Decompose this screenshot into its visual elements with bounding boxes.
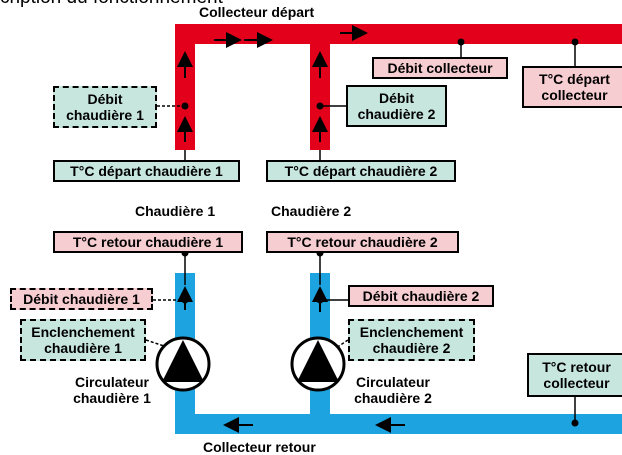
boiler-1-label: Chaudière 1 bbox=[135, 203, 216, 219]
sensor-dot bbox=[571, 419, 579, 427]
leader-lines bbox=[145, 42, 576, 423]
circulator-pump-2 bbox=[290, 336, 346, 392]
tag-debit-chaudiere-2-retour: Débit chaudière 2 bbox=[348, 285, 494, 307]
tag-tc-retour-chaudiere-1: T°C retour chaudière 1 bbox=[53, 231, 243, 253]
tag-enclenchement-chaudiere-2: Enclenchement chaudière 2 bbox=[348, 319, 475, 361]
flow-arrows bbox=[177, 25, 405, 433]
sensor-dot bbox=[181, 296, 189, 304]
circulator-1-label: Circulateur chaudière 1 bbox=[73, 374, 151, 406]
tag-debit-chaudiere-1-depart: Débit chaudière 1 bbox=[53, 86, 157, 128]
tag-tc-depart-chaudiere-2: T°C départ chaudière 2 bbox=[266, 160, 456, 182]
sensor-dot bbox=[457, 38, 465, 46]
sensor-dot bbox=[181, 102, 189, 110]
tag-enclenchement-chaudiere-1: Enclenchement chaudière 1 bbox=[20, 319, 146, 361]
supply-collector-label: Collecteur départ bbox=[199, 4, 315, 20]
tag-debit-chaudiere-2-depart: Débit chaudière 2 bbox=[346, 85, 447, 127]
boiler-2-label: Chaudière 2 bbox=[271, 203, 352, 219]
sensor-points bbox=[181, 38, 579, 427]
sensor-dot bbox=[316, 102, 324, 110]
supply-collector-pipe bbox=[175, 24, 622, 44]
sensor-dot bbox=[571, 38, 579, 46]
tag-debit-collecteur: Débit collecteur bbox=[372, 57, 508, 79]
return-collector-label: Collecteur retour bbox=[203, 439, 316, 455]
tag-tc-retour-collecteur: T°C retour collecteur bbox=[527, 353, 622, 397]
tag-tc-retour-chaudiere-2: T°C retour chaudière 2 bbox=[266, 231, 459, 253]
sensor-dot bbox=[316, 296, 324, 304]
pump-triangle-icon bbox=[297, 340, 339, 382]
pump-triangle-icon bbox=[162, 340, 204, 382]
circulator-2-label: Circulateur chaudière 2 bbox=[354, 374, 432, 406]
tag-tc-depart-chaudiere-1: T°C départ chaudière 1 bbox=[53, 160, 240, 182]
page-heading: cription du fonctionnement bbox=[0, 0, 223, 9]
circulator-pump-1 bbox=[155, 336, 211, 392]
tag-debit-chaudiere-1-retour: Débit chaudière 1 bbox=[10, 288, 153, 310]
tag-tc-depart-collecteur: T°C départ collecteur bbox=[522, 66, 622, 108]
